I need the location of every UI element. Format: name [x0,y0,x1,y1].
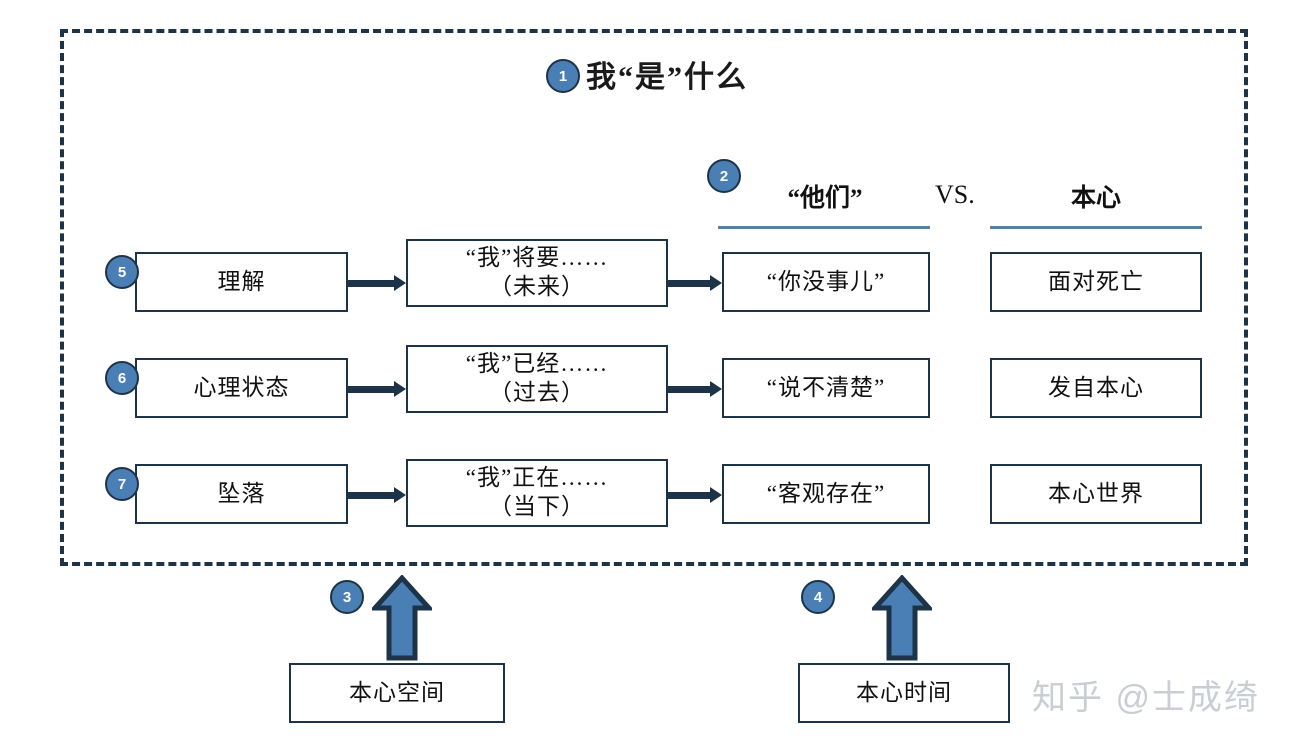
row-3-concept-label: 坠落 [217,480,266,506]
row-1-statement-line1: “我”将要…… [465,245,609,271]
row-3-statement-line1: “我”正在…… [465,465,609,491]
row-1-them-box[interactable]: “你没事儿” [722,252,930,312]
page-title-text: 我“是”什么 [586,61,748,94]
row-2-statement-box[interactable]: “我”已经…… （过去） [406,345,668,413]
row-2-arrow-1 [348,381,406,397]
vs-label: VS. [935,180,975,209]
row-1-them-label: “你没事儿” [766,268,886,294]
space-up-arrow-icon [369,574,435,666]
badge-5: 5 [105,255,139,289]
column-header-benxin: 本心 [1070,185,1121,212]
time-up-arrow-icon [869,574,935,666]
row-3-statement-box[interactable]: “我”正在…… （当下） [406,459,668,527]
dashed-frame [60,29,1248,566]
row-1-concept-box[interactable]: 理解 [135,252,348,312]
row-3-benxin-box[interactable]: 本心世界 [990,464,1202,524]
badge-7: 7 [105,467,139,501]
page-title: 1 我“是”什么 [0,52,1294,96]
row-1-arrow-1 [348,275,406,291]
row-3-arrow-2 [668,487,722,503]
row-2-them-box[interactable]: “说不清楚” [722,358,930,418]
row-3-them-box[interactable]: “客观存在” [722,464,930,524]
row-2-benxin-label: 发自本心 [1048,374,1144,400]
badge-4: 4 [801,580,835,614]
row-2-arrow-2 [668,381,722,397]
row-1-concept-label: 理解 [217,268,266,294]
row-3-statement-line2: （当下） [489,494,585,519]
row-1-benxin-label: 面对死亡 [1048,268,1144,294]
badge-6: 6 [105,361,139,395]
row-3-them-label: “客观存在” [766,480,886,506]
foundation-time-label: 本心时间 [856,679,952,705]
row-3-arrow-1 [348,487,406,503]
foundation-time-box[interactable]: 本心时间 [798,663,1010,723]
column-rule-them [718,226,930,229]
row-2-concept-box[interactable]: 心理状态 [135,358,348,418]
column-rule-benxin [990,226,1202,229]
row-2-statement-line1: “我”已经…… [465,351,609,377]
row-2-them-label: “说不清楚” [766,374,886,400]
row-3-benxin-label: 本心世界 [1048,480,1144,506]
row-1-statement-box[interactable]: “我”将要…… （未来） [406,239,668,307]
badge-3: 3 [330,580,364,614]
row-1-benxin-box[interactable]: 面对死亡 [990,252,1202,312]
row-2-statement-line2: （过去） [489,380,585,405]
foundation-space-label: 本心空间 [349,679,445,705]
row-1-arrow-2 [668,275,722,291]
column-header-them: “他们” [787,185,863,212]
row-1-statement-line2: （未来） [489,274,585,299]
badge-1: 1 [546,59,580,93]
foundation-space-box[interactable]: 本心空间 [289,663,505,723]
watermark: 知乎 @士成绮 [1032,679,1260,717]
row-2-concept-label: 心理状态 [193,374,290,400]
row-3-concept-box[interactable]: 坠落 [135,464,348,524]
badge-2: 2 [707,159,741,193]
row-2-benxin-box[interactable]: 发自本心 [990,358,1202,418]
